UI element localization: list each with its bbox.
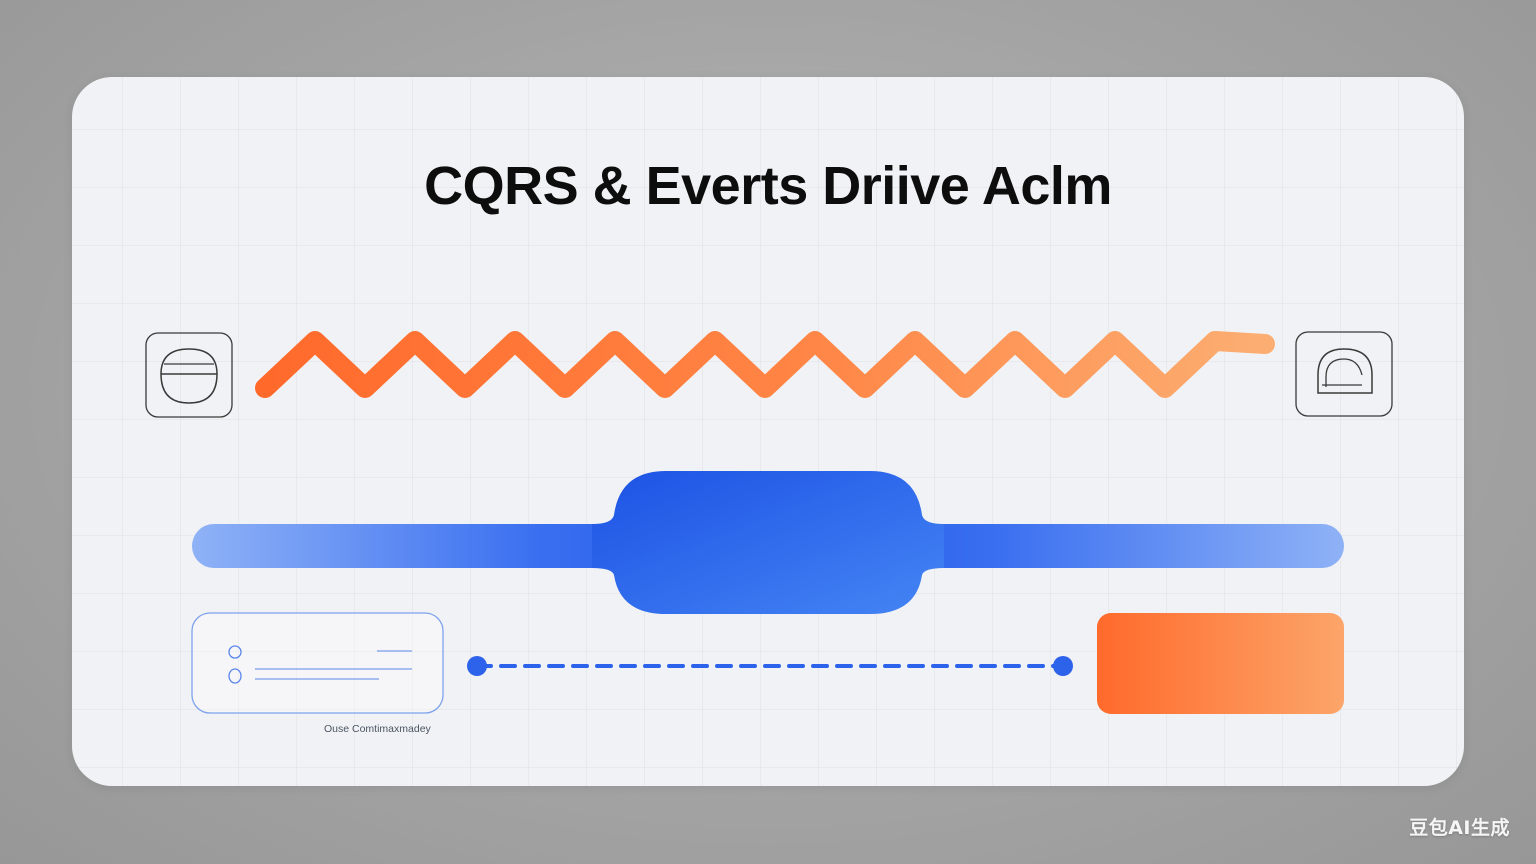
read-model-block — [1097, 613, 1344, 714]
left-node-frame — [145, 332, 233, 418]
dashed-connector — [467, 656, 1073, 676]
watermark: 豆包AI生成 — [1409, 817, 1510, 839]
arch-icon — [1317, 348, 1373, 394]
diagram-card: CQRS & Everts Driive Aclm — [72, 77, 1464, 786]
command-box — [191, 612, 444, 714]
right-node-frame — [1295, 331, 1393, 417]
connector-start-dot — [467, 656, 487, 676]
left-node — [145, 332, 233, 418]
event-store-capsule — [592, 471, 944, 614]
diagram-canvas — [145, 331, 1393, 714]
event-wave — [255, 331, 1275, 398]
right-node — [1295, 331, 1393, 417]
radio-icon — [228, 668, 242, 684]
diagram-title: CQRS & Everts Driive Aclm — [424, 156, 1112, 216]
command-box-frame — [191, 612, 444, 714]
command-box-label: Ouse Comtimaxmadey — [324, 723, 431, 735]
connector-end-dot — [1053, 656, 1073, 676]
command-box-icon — [160, 348, 218, 404]
radio-icon — [228, 645, 242, 659]
